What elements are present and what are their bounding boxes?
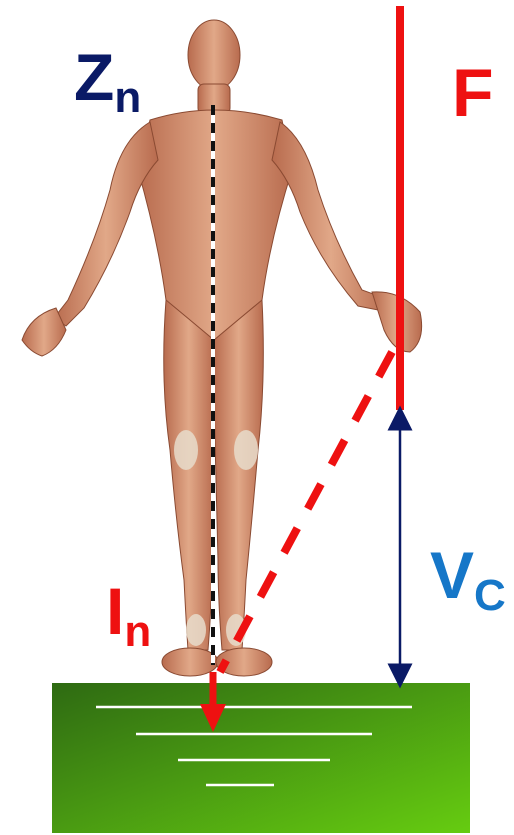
label-f: F <box>452 55 494 131</box>
figure-arm-left <box>53 121 159 327</box>
figure-head <box>187 19 241 91</box>
ground-block <box>52 683 470 833</box>
label-vc-sub: C <box>474 571 506 620</box>
label-in-sub: n <box>124 607 151 656</box>
figure-leg-left <box>163 298 215 651</box>
label-in-main: I <box>106 574 124 648</box>
label-zn-main: Z <box>74 40 114 114</box>
figure-leg-right <box>213 298 264 651</box>
label-in: In <box>106 574 151 656</box>
figure-foot-right <box>215 647 273 677</box>
label-vc-main: V <box>430 538 474 612</box>
figure-foot-left <box>161 647 219 677</box>
diagonal-dashed-line <box>216 350 396 674</box>
label-vc: VC <box>430 538 506 620</box>
ground-arrow-head <box>200 704 226 732</box>
figure-hand-left <box>21 307 67 357</box>
human-figure <box>21 19 423 677</box>
label-zn-sub: n <box>114 73 141 122</box>
label-zn: Zn <box>74 40 141 122</box>
figure-arm-right <box>271 121 391 313</box>
